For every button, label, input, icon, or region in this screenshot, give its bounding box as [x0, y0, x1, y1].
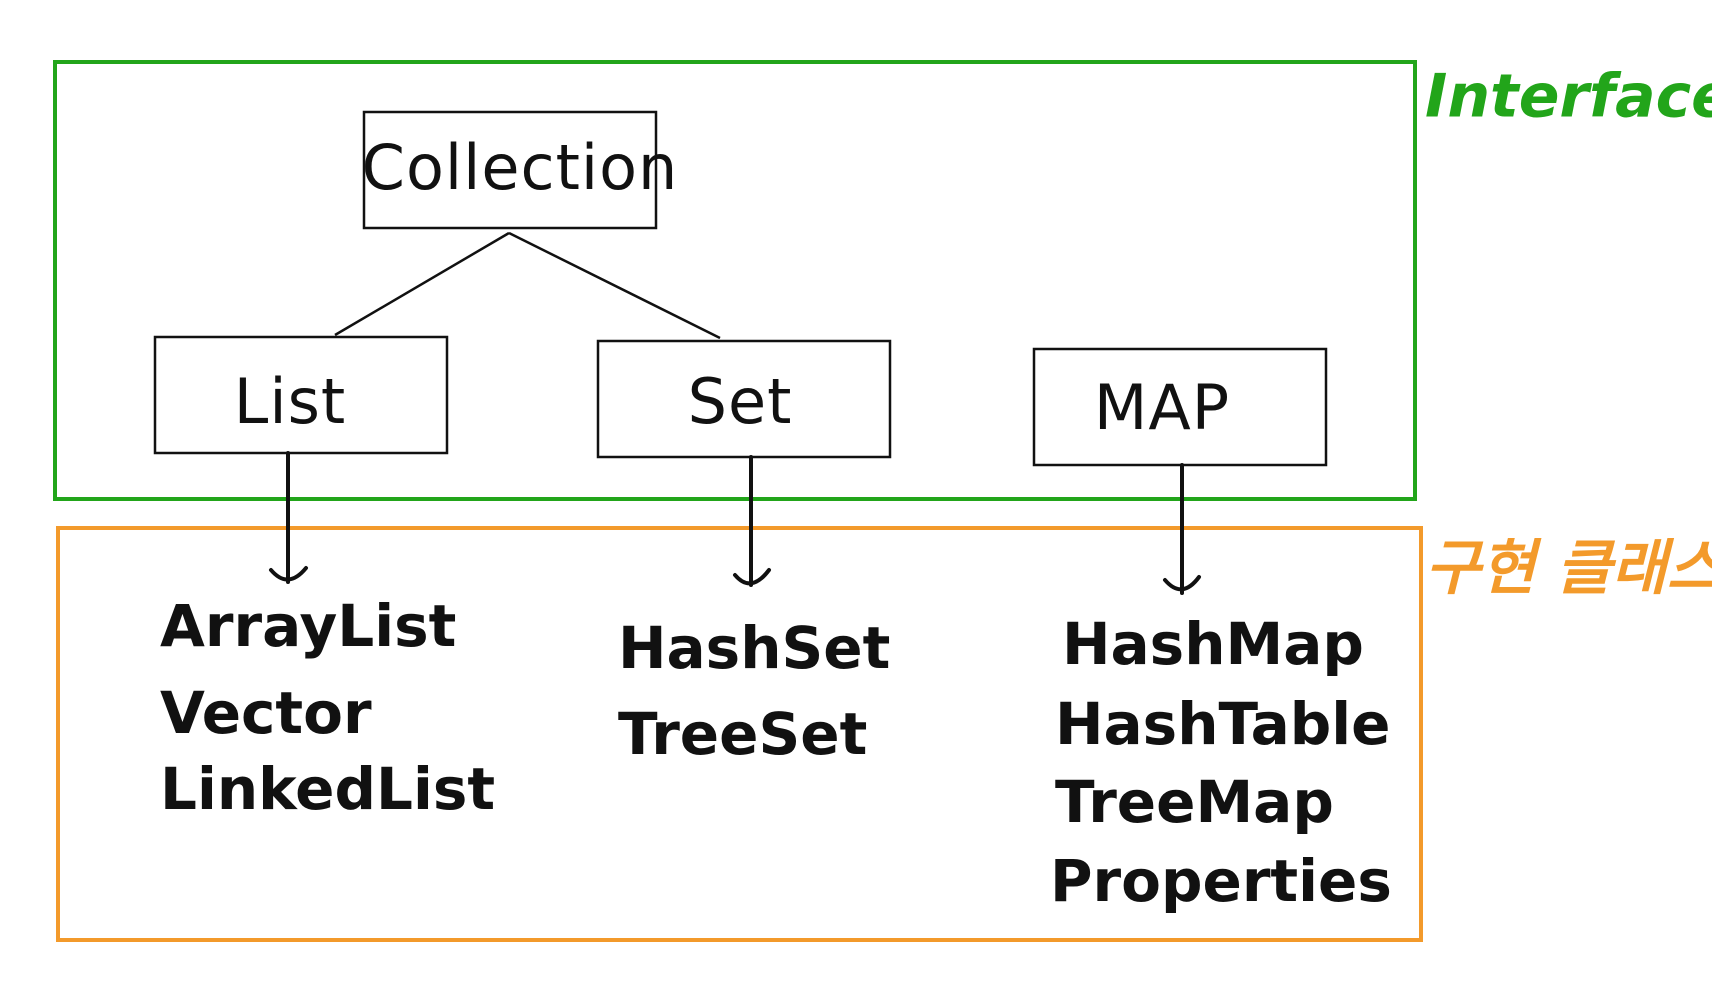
impl-item-properties: Properties — [1050, 847, 1392, 915]
list-implementations: ArrayList Vector LinkedList — [160, 592, 495, 823]
interface-group-box — [53, 60, 1417, 501]
map-label: MAP — [1094, 371, 1230, 444]
implementation-group-label: 구현 클래스 — [1425, 534, 1712, 604]
interface-group-label: Interface — [1425, 62, 1712, 132]
impl-item-hashmap: HashMap — [1062, 610, 1364, 678]
impl-item-treemap: TreeMap — [1055, 768, 1334, 836]
arrow-list-to-impl — [269, 451, 308, 584]
implementation-group-box — [56, 526, 1423, 942]
node-map: MAP — [1032, 347, 1328, 467]
set-implementations: HashSet TreeSet — [618, 614, 890, 768]
arrow-map-to-impl — [1163, 463, 1201, 595]
collection-label: Collection — [362, 131, 679, 204]
impl-item-arraylist: ArrayList — [160, 592, 456, 660]
edge-collection-list — [334, 231, 510, 337]
map-box — [1032, 347, 1328, 467]
impl-item-hashset: HashSet — [618, 614, 890, 682]
impl-item-linkedlist: LinkedList — [160, 755, 495, 823]
set-label: Set — [688, 365, 793, 438]
impl-item-treeset: TreeSet — [618, 700, 867, 768]
impl-item-hashtable: HashTable — [1055, 690, 1390, 758]
edge-collection-set — [508, 231, 721, 340]
list-box — [153, 335, 449, 455]
node-collection: Collection — [362, 110, 679, 230]
impl-item-vector: Vector — [160, 679, 372, 747]
set-box — [596, 339, 892, 459]
collection-box — [362, 110, 658, 230]
map-implementations: HashMap HashTable TreeMap Properties — [1050, 610, 1392, 915]
arrow-set-to-impl — [733, 455, 771, 587]
node-set: Set — [596, 339, 892, 459]
node-list: List — [153, 335, 449, 455]
list-label: List — [234, 365, 346, 438]
